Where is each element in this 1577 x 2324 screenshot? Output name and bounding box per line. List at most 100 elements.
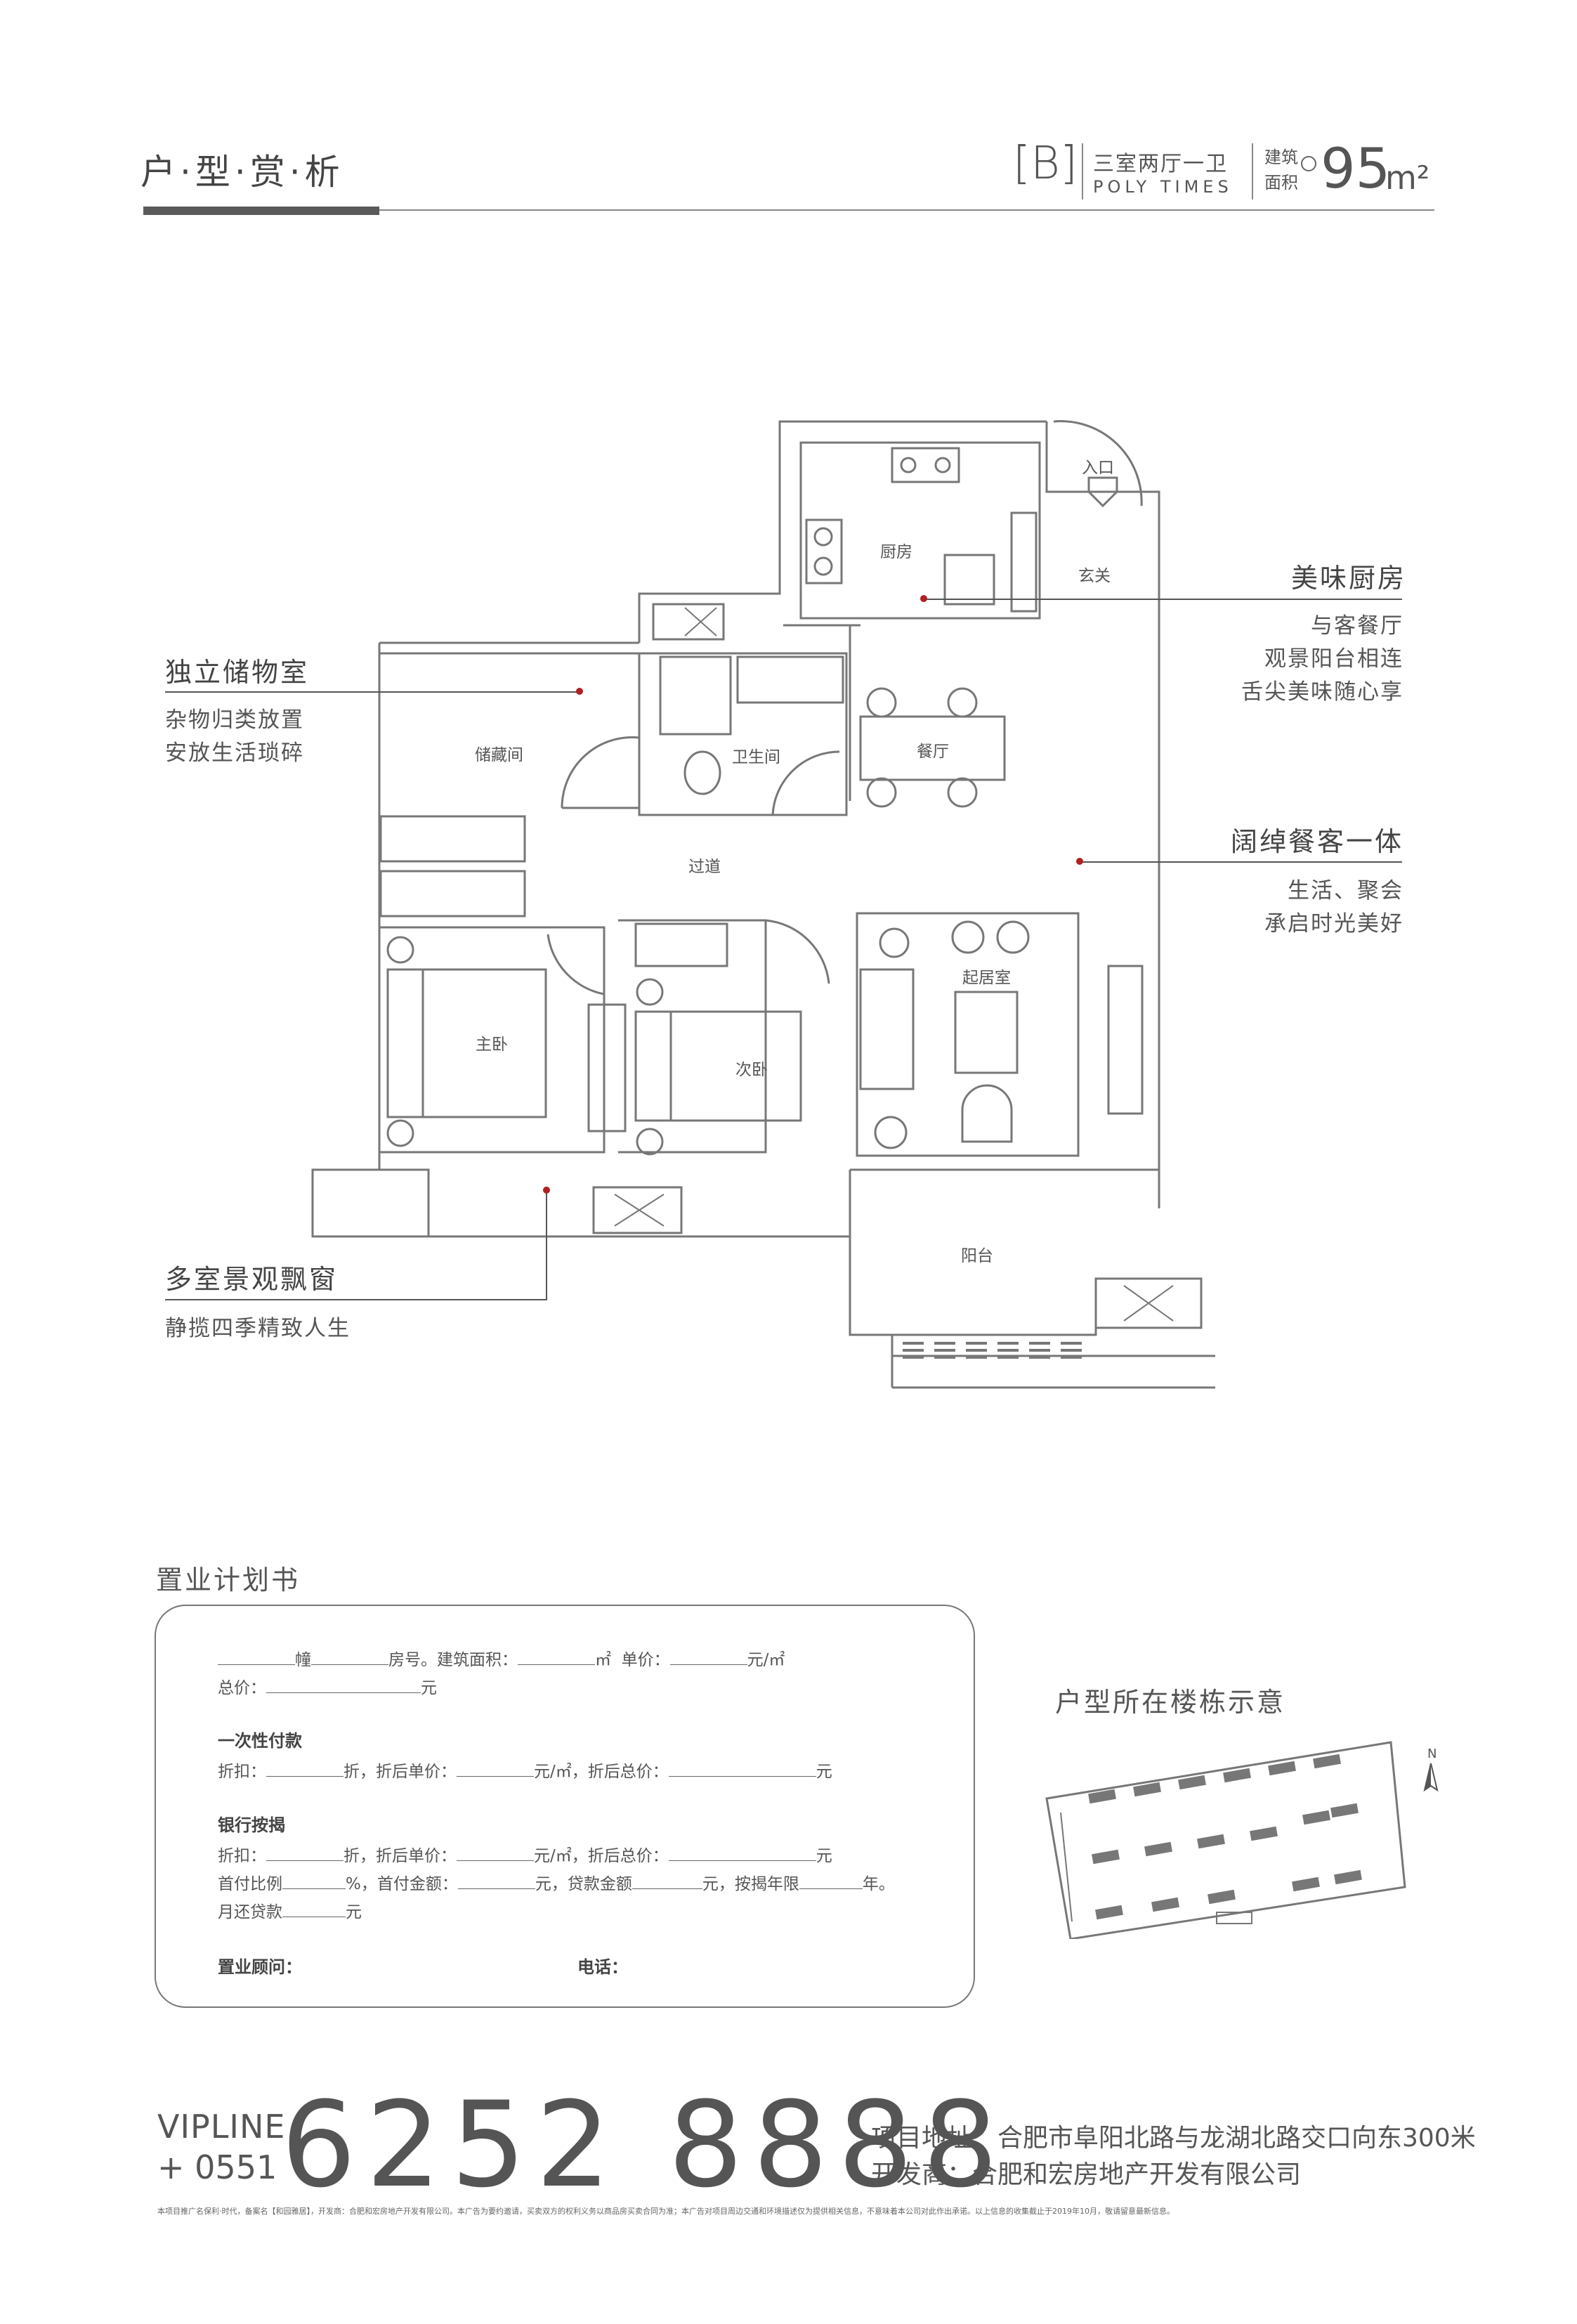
blank-field[interactable] — [457, 1874, 535, 1889]
plan-text: ㎡ 单价： — [595, 1651, 670, 1669]
room-living-label: 起居室 — [962, 969, 1011, 987]
floor-plan — [311, 420, 1215, 1389]
blank-field[interactable] — [457, 1846, 534, 1861]
phone-label: 电话： — [577, 1957, 628, 1977]
plan-row-total: 总价： 元 — [218, 1674, 437, 1698]
room-balcony-label: 阳台 — [961, 1247, 993, 1265]
area-value: 95 — [1321, 138, 1391, 201]
approx-icon — [1301, 156, 1316, 171]
annotation-baywindow-desc: 静揽四季精致人生 — [165, 1312, 351, 1345]
annotation-storage-heading: 独立储物室 — [165, 657, 310, 688]
room-hallway-label: 过道 — [688, 858, 721, 876]
blank-field[interactable] — [266, 1678, 421, 1693]
consultant-label: 置业顾问： — [218, 1957, 302, 1977]
building-map — [1045, 1741, 1406, 1939]
annotation-dot — [1076, 858, 1083, 865]
annotation-leader — [165, 691, 581, 693]
north-label: N — [1427, 1747, 1437, 1761]
unit-code: [B] — [1013, 138, 1078, 190]
plan-text: 总价： — [218, 1679, 266, 1697]
plan-text: 元 — [816, 1847, 832, 1865]
plan-text: 元 — [346, 1903, 362, 1921]
plan-text: 元 — [816, 1763, 832, 1781]
blank-field[interactable] — [218, 1650, 295, 1665]
blank-field[interactable] — [282, 1902, 346, 1917]
area-label: 建筑 面积 — [1264, 145, 1307, 195]
plan-text: 折扣： — [218, 1763, 266, 1781]
vip-line-label: VIPLINE — [157, 2108, 286, 2146]
blank-field[interactable] — [632, 1874, 702, 1889]
annotation-line: 静揽四季精致人生 — [165, 1316, 351, 1341]
header-accent-bar — [143, 207, 379, 215]
annotation-line: 舌尖美味随心享 — [1241, 679, 1403, 705]
room-master-label: 主卧 — [476, 1036, 508, 1054]
unit-type: 三室两厅一卫 — [1093, 152, 1228, 176]
plan-text: 月还贷款 — [218, 1903, 282, 1921]
blank-field[interactable] — [311, 1650, 388, 1665]
room-storage-label: 储藏间 — [475, 746, 523, 764]
vip-area-code: + 0551 — [157, 2148, 277, 2186]
annotation-leader — [926, 599, 1402, 600]
area-label-line1: 建筑 — [1264, 148, 1298, 167]
blank-field[interactable] — [669, 1650, 747, 1665]
blank-field[interactable] — [457, 1762, 534, 1777]
entrance-label: 入口 — [1082, 459, 1114, 477]
page-title: 户·型·赏·析 — [140, 152, 344, 192]
blank-field[interactable] — [668, 1846, 816, 1861]
plan-section-full-payment: 一次性付款 — [218, 1731, 302, 1751]
divider — [1082, 143, 1083, 200]
plan-section-mortgage: 银行按揭 — [218, 1815, 285, 1835]
annotation-living-heading: 阔绰餐客一体 — [1231, 826, 1404, 857]
room-foyer-label: 玄关 — [1078, 567, 1111, 585]
room-bathroom-label: 卫生间 — [732, 748, 780, 766]
blank-field[interactable] — [282, 1874, 346, 1889]
blank-field[interactable] — [266, 1846, 343, 1861]
annotation-leader-vertical — [546, 1191, 547, 1300]
annotation-kitchen-desc: 与客餐厅 观景阳台相连 舌尖美味随心享 — [1241, 610, 1403, 709]
area-unit: m² — [1385, 159, 1430, 197]
developer-name: 开发商：合肥和宏房地产开发有限公司 — [871, 2160, 1302, 2189]
plan-row-full-discount: 折扣：折，折后单价：元/㎡，折后总价：元 — [218, 1758, 832, 1782]
annotation-line: 观景阳台相连 — [1264, 646, 1403, 672]
plan-text: 元 — [421, 1679, 437, 1697]
plan-text: %，首付金额： — [346, 1875, 458, 1893]
compass-north-icon — [1423, 1763, 1439, 1792]
annotation-line: 生活、聚会 — [1288, 878, 1403, 903]
blank-field[interactable] — [668, 1762, 816, 1777]
building-map-title: 户型所在楼栋示意 — [1055, 1687, 1286, 1718]
blank-field[interactable] — [266, 1762, 343, 1777]
blank-field[interactable] — [518, 1650, 595, 1665]
annotation-dot — [576, 688, 583, 695]
room-kitchen-label: 厨房 — [880, 543, 912, 561]
room-second-label: 次卧 — [735, 1061, 768, 1079]
annotation-dot — [920, 595, 927, 602]
plan-text: 折扣： — [218, 1847, 266, 1865]
project-address: 项目地址：合肥市阜阳北路与龙湖北路交口向东300米 — [871, 2124, 1476, 2153]
annotation-baywindow-heading: 多室景观飘窗 — [165, 1264, 339, 1295]
plan-text: 房号。建筑面积： — [388, 1651, 518, 1669]
annotation-dot — [543, 1187, 550, 1194]
purchase-plan-title: 置业计划书 — [156, 1565, 301, 1595]
blank-field[interactable] — [799, 1874, 863, 1889]
plan-text: 元，贷款金额 — [535, 1875, 632, 1893]
plan-text: 首付比例 — [218, 1875, 282, 1893]
plan-row-unit: 幢房号。建筑面积：㎡ 单价：元/㎡ — [218, 1646, 785, 1670]
plan-text: 元/㎡，折后总价： — [534, 1763, 669, 1781]
plan-row-down-payment: 首付比例%，首付金额：元，贷款金额元，按揭年限年。 — [218, 1870, 895, 1894]
header-rule — [143, 209, 1434, 211]
divider — [1252, 143, 1253, 200]
vip-phone-number[interactable]: 6252 8888 — [281, 2076, 1008, 2214]
plan-text: 折，折后单价： — [343, 1847, 457, 1865]
annotation-leader — [1082, 861, 1402, 863]
plan-text: 年。 — [862, 1875, 895, 1893]
area-label-line2: 面积 — [1264, 173, 1298, 192]
annotation-line: 杂物归类放置 — [165, 707, 304, 733]
annotation-line: 与客餐厅 — [1311, 613, 1403, 639]
annotation-kitchen-heading: 美味厨房 — [1291, 563, 1407, 594]
disclaimer: 本项目推广名保利·时代，备案名【和园雅居】，开发商：合肥和宏房地产开发有限公司。… — [157, 2207, 1174, 2216]
purchase-plan-form — [155, 1605, 975, 2008]
plan-text: 元/㎡，折后总价： — [534, 1847, 669, 1865]
plan-text: 幢 — [295, 1651, 311, 1669]
project-name-en: POLY TIMES — [1093, 177, 1233, 197]
annotation-storage-desc: 杂物归类放置 安放生活琐碎 — [165, 704, 304, 770]
